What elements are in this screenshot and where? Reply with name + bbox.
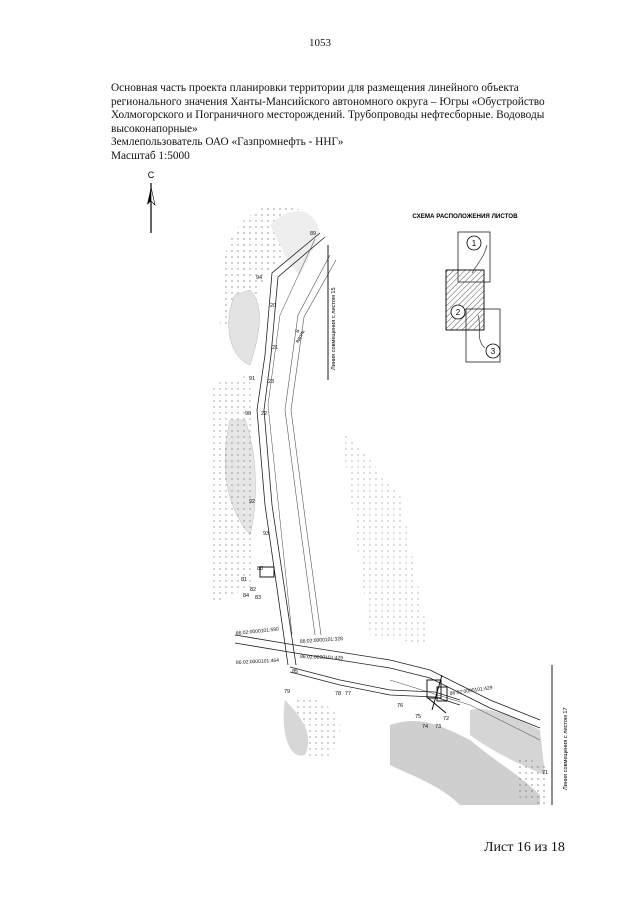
stake-label: 75 — [415, 714, 421, 720]
north-label: С — [148, 170, 155, 180]
parcel-label: 86:02:0000101:429 — [300, 654, 344, 662]
match-line-label: Линия совмещения с листом 17 — [563, 707, 569, 790]
sheet-marker: 3 — [491, 347, 496, 356]
stake-label: 92 — [249, 499, 255, 505]
match-line-bottom: Линия совмещения с листом 17 — [551, 665, 569, 805]
header-line: Основная часть проекта планировки террит… — [111, 82, 519, 94]
stake-labels: 89 94 20 21 23 22 91 90 92 93 80 81 82 8… — [241, 231, 548, 776]
facility-structure — [259, 566, 448, 714]
land-user-line: Землепользователь ОАО «Газпромнефть - НН… — [111, 136, 344, 149]
stake-label: 79 — [284, 689, 290, 695]
match-line-label: Линия совмещения с листом 15 — [331, 287, 337, 370]
stake-label: 85 — [292, 669, 298, 675]
stake-label: 76 — [397, 703, 403, 709]
north-arrow: С — [147, 170, 156, 233]
stake-label: 90 — [245, 411, 251, 417]
stake-label: 84 — [243, 593, 249, 599]
stake-label: 93 — [263, 531, 269, 537]
parcel-label: 86:02:0000101:328 — [300, 636, 344, 645]
stake-label: 23 — [268, 379, 274, 385]
match-line-top: Линия совмещения с листом 15 — [327, 245, 337, 380]
planning-map: С — [147, 170, 569, 805]
header-line: Холмогорского и Пограничного месторожден… — [111, 109, 545, 122]
stake-label: 83 — [255, 595, 261, 601]
stake-label: 21 — [272, 345, 278, 351]
stake-label: 91 — [249, 376, 255, 382]
parcel-label: 86:02:0000101:590 — [236, 626, 280, 636]
parcel-label: 86:02:0000101:464 — [236, 658, 280, 666]
stake-label: 82 — [250, 587, 256, 593]
page-number: 1053 — [309, 37, 331, 49]
parcel-label: 86:02:0000101:429 — [449, 685, 493, 697]
stake-label: 94 — [256, 275, 262, 281]
scheme-title: СХЕМА РАСПОЛОЖЕНИЯ ЛИСТОВ — [412, 213, 518, 220]
road-note: Б — [295, 328, 302, 334]
stake-label: 77 — [345, 691, 351, 697]
stake-label: 22 — [261, 411, 267, 417]
parcel-labels: 86:02:0000101:590 86:02:0000101:328 86:0… — [236, 626, 494, 696]
header-line: регионального значения Ханты-Мансийского… — [111, 95, 545, 108]
stake-label: 71 — [542, 770, 548, 776]
stake-label: 72 — [443, 716, 449, 722]
stake-label: 78 — [335, 691, 341, 697]
header-line: высоконапорные» — [111, 122, 198, 135]
sheet-layout-scheme: СХЕМА РАСПОЛОЖЕНИЯ ЛИСТОВ 1 2 3 — [412, 213, 518, 363]
stake-label: 20 — [270, 303, 276, 309]
stake-label: 81 — [241, 577, 247, 583]
sheet-marker: 1 — [472, 239, 477, 248]
document-header: Основная часть проекта планировки террит… — [111, 82, 551, 164]
terrain-background — [210, 205, 545, 805]
stake-label: 74 — [422, 724, 428, 730]
sheet-counter: Лист 16 из 18 — [484, 840, 565, 855]
sheet-marker: 2 — [456, 308, 461, 317]
stake-label: 73 — [435, 724, 441, 730]
pipeline-corridor — [234, 232, 541, 741]
scale-line: Масштаб 1:5000 — [111, 149, 190, 162]
stake-label: 80 — [257, 566, 263, 572]
stake-label: 89 — [310, 231, 316, 237]
